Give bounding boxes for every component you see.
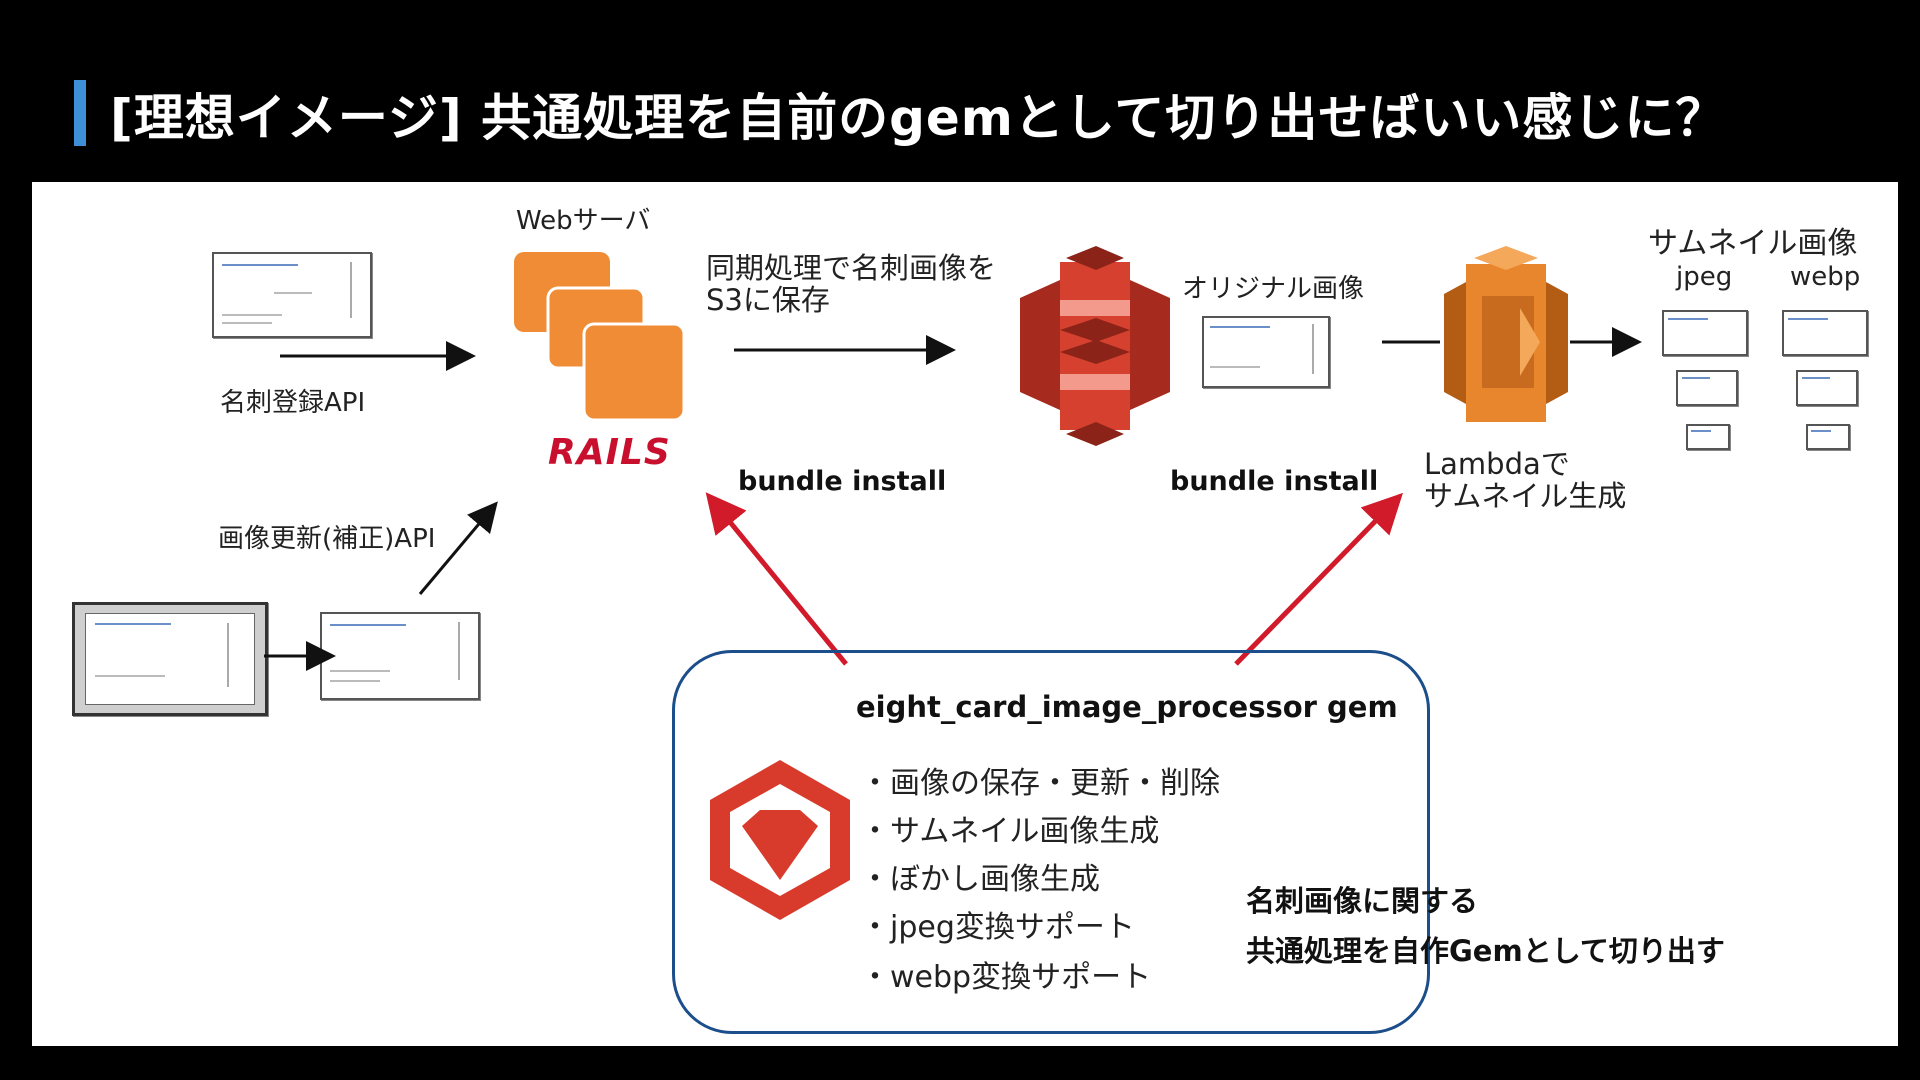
business-card-photo: [72, 602, 268, 716]
business-card-register: [212, 252, 372, 338]
thumbnail-image-label: サムネイル画像: [1648, 226, 1858, 261]
rails-logo: RAILS: [548, 432, 671, 473]
thumbnail-jpeg-small: [1686, 424, 1730, 450]
s3-bucket-icon: [1020, 246, 1170, 446]
gem-feature-item: ・jpeg変換サポート: [860, 910, 1135, 945]
gem-note-line-2: 共通処理を自作Gemとして切り出す: [1246, 934, 1725, 968]
webp-label: webp: [1790, 262, 1861, 292]
gem-feature-item: ・webp変換サポート: [860, 960, 1152, 995]
gem-name: eight_card_image_processor gem: [856, 690, 1398, 724]
thumbnail-jpeg-large: [1662, 310, 1748, 356]
original-image-label: オリジナル画像: [1182, 274, 1365, 304]
web-server-icon: [514, 252, 686, 422]
gem-feature-item: ・サムネイル画像生成: [860, 814, 1160, 849]
gem-feature-item: ・画像の保存・更新・削除: [860, 766, 1220, 801]
thumbnail-webp-medium: [1796, 370, 1858, 406]
thumbnail-jpeg-medium: [1676, 370, 1738, 406]
sync-save-label: 同期処理で名刺画像を S3に保存: [706, 251, 997, 317]
business-card-original: [1202, 316, 1330, 388]
gem-feature-item: ・ぼかし画像生成: [860, 862, 1100, 897]
bundle-install-label-left: bundle install: [738, 466, 947, 497]
jpeg-label: jpeg: [1676, 262, 1733, 292]
gem-note-line-1: 名刺画像に関する: [1246, 884, 1479, 918]
update-api-label: 画像更新(補正)API: [218, 524, 436, 554]
lambda-icon: [1444, 246, 1568, 422]
slide-title: [理想イメージ] 共通処理を自前のgemとして切り出せばいい感じに？: [110, 89, 1727, 147]
thumbnail-webp-small: [1806, 424, 1850, 450]
register-api-label: 名刺登録API: [220, 388, 366, 418]
gem-box: [672, 650, 1430, 1034]
lambda-label: Lambdaで サムネイル生成: [1424, 447, 1627, 513]
web-server-label: Webサーバ: [516, 206, 651, 236]
bundle-install-label-right: bundle install: [1170, 466, 1379, 497]
title-accent-bar: [74, 80, 86, 146]
ruby-gem-icon: [710, 760, 850, 920]
thumbnail-webp-large: [1782, 310, 1868, 356]
business-card-corrected: [320, 612, 480, 700]
